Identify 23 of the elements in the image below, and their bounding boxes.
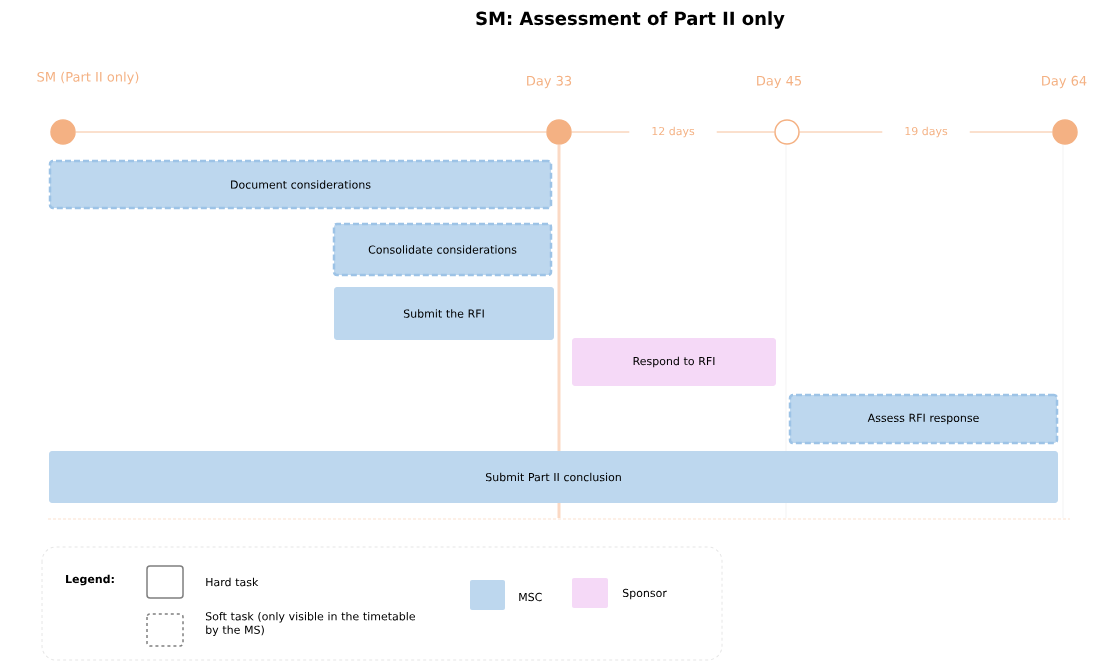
timeline-line [75, 131, 547, 133]
milestone-circle [546, 119, 572, 145]
milestone-label: Day 33 [527, 75, 572, 89]
legend-title: Legend: [66, 574, 114, 586]
milestone-label: Day 64 [1042, 75, 1087, 89]
task-bar: Assess RFI response [788, 393, 1059, 445]
task-bar: Document considerations [48, 159, 553, 210]
edge-label: 19 days [882, 123, 970, 141]
legend-text: Hard task [206, 577, 259, 587]
task-bar: Consolidate considerations [332, 222, 553, 277]
task-bar: Submit the RFI [334, 287, 554, 340]
milestone-circle [774, 119, 800, 145]
milestone-label: Day 45 [757, 75, 802, 89]
milestone-circle [1052, 119, 1078, 145]
task-bar: Submit Part II conclusion [49, 451, 1058, 503]
milestone-circle [50, 119, 76, 145]
title: SM: Assessment of Part II only [476, 11, 785, 29]
milestone-label: SM (Part II only) [37, 71, 139, 85]
edge-label: 12 days [629, 123, 717, 141]
legend-text: MSC [519, 592, 542, 602]
legend-text: Soft task (only visible in the timetable by the MS) [205, 611, 415, 637]
legend-text: Sponsor [622, 588, 667, 600]
task-bar: Respond to RFI [572, 338, 776, 386]
